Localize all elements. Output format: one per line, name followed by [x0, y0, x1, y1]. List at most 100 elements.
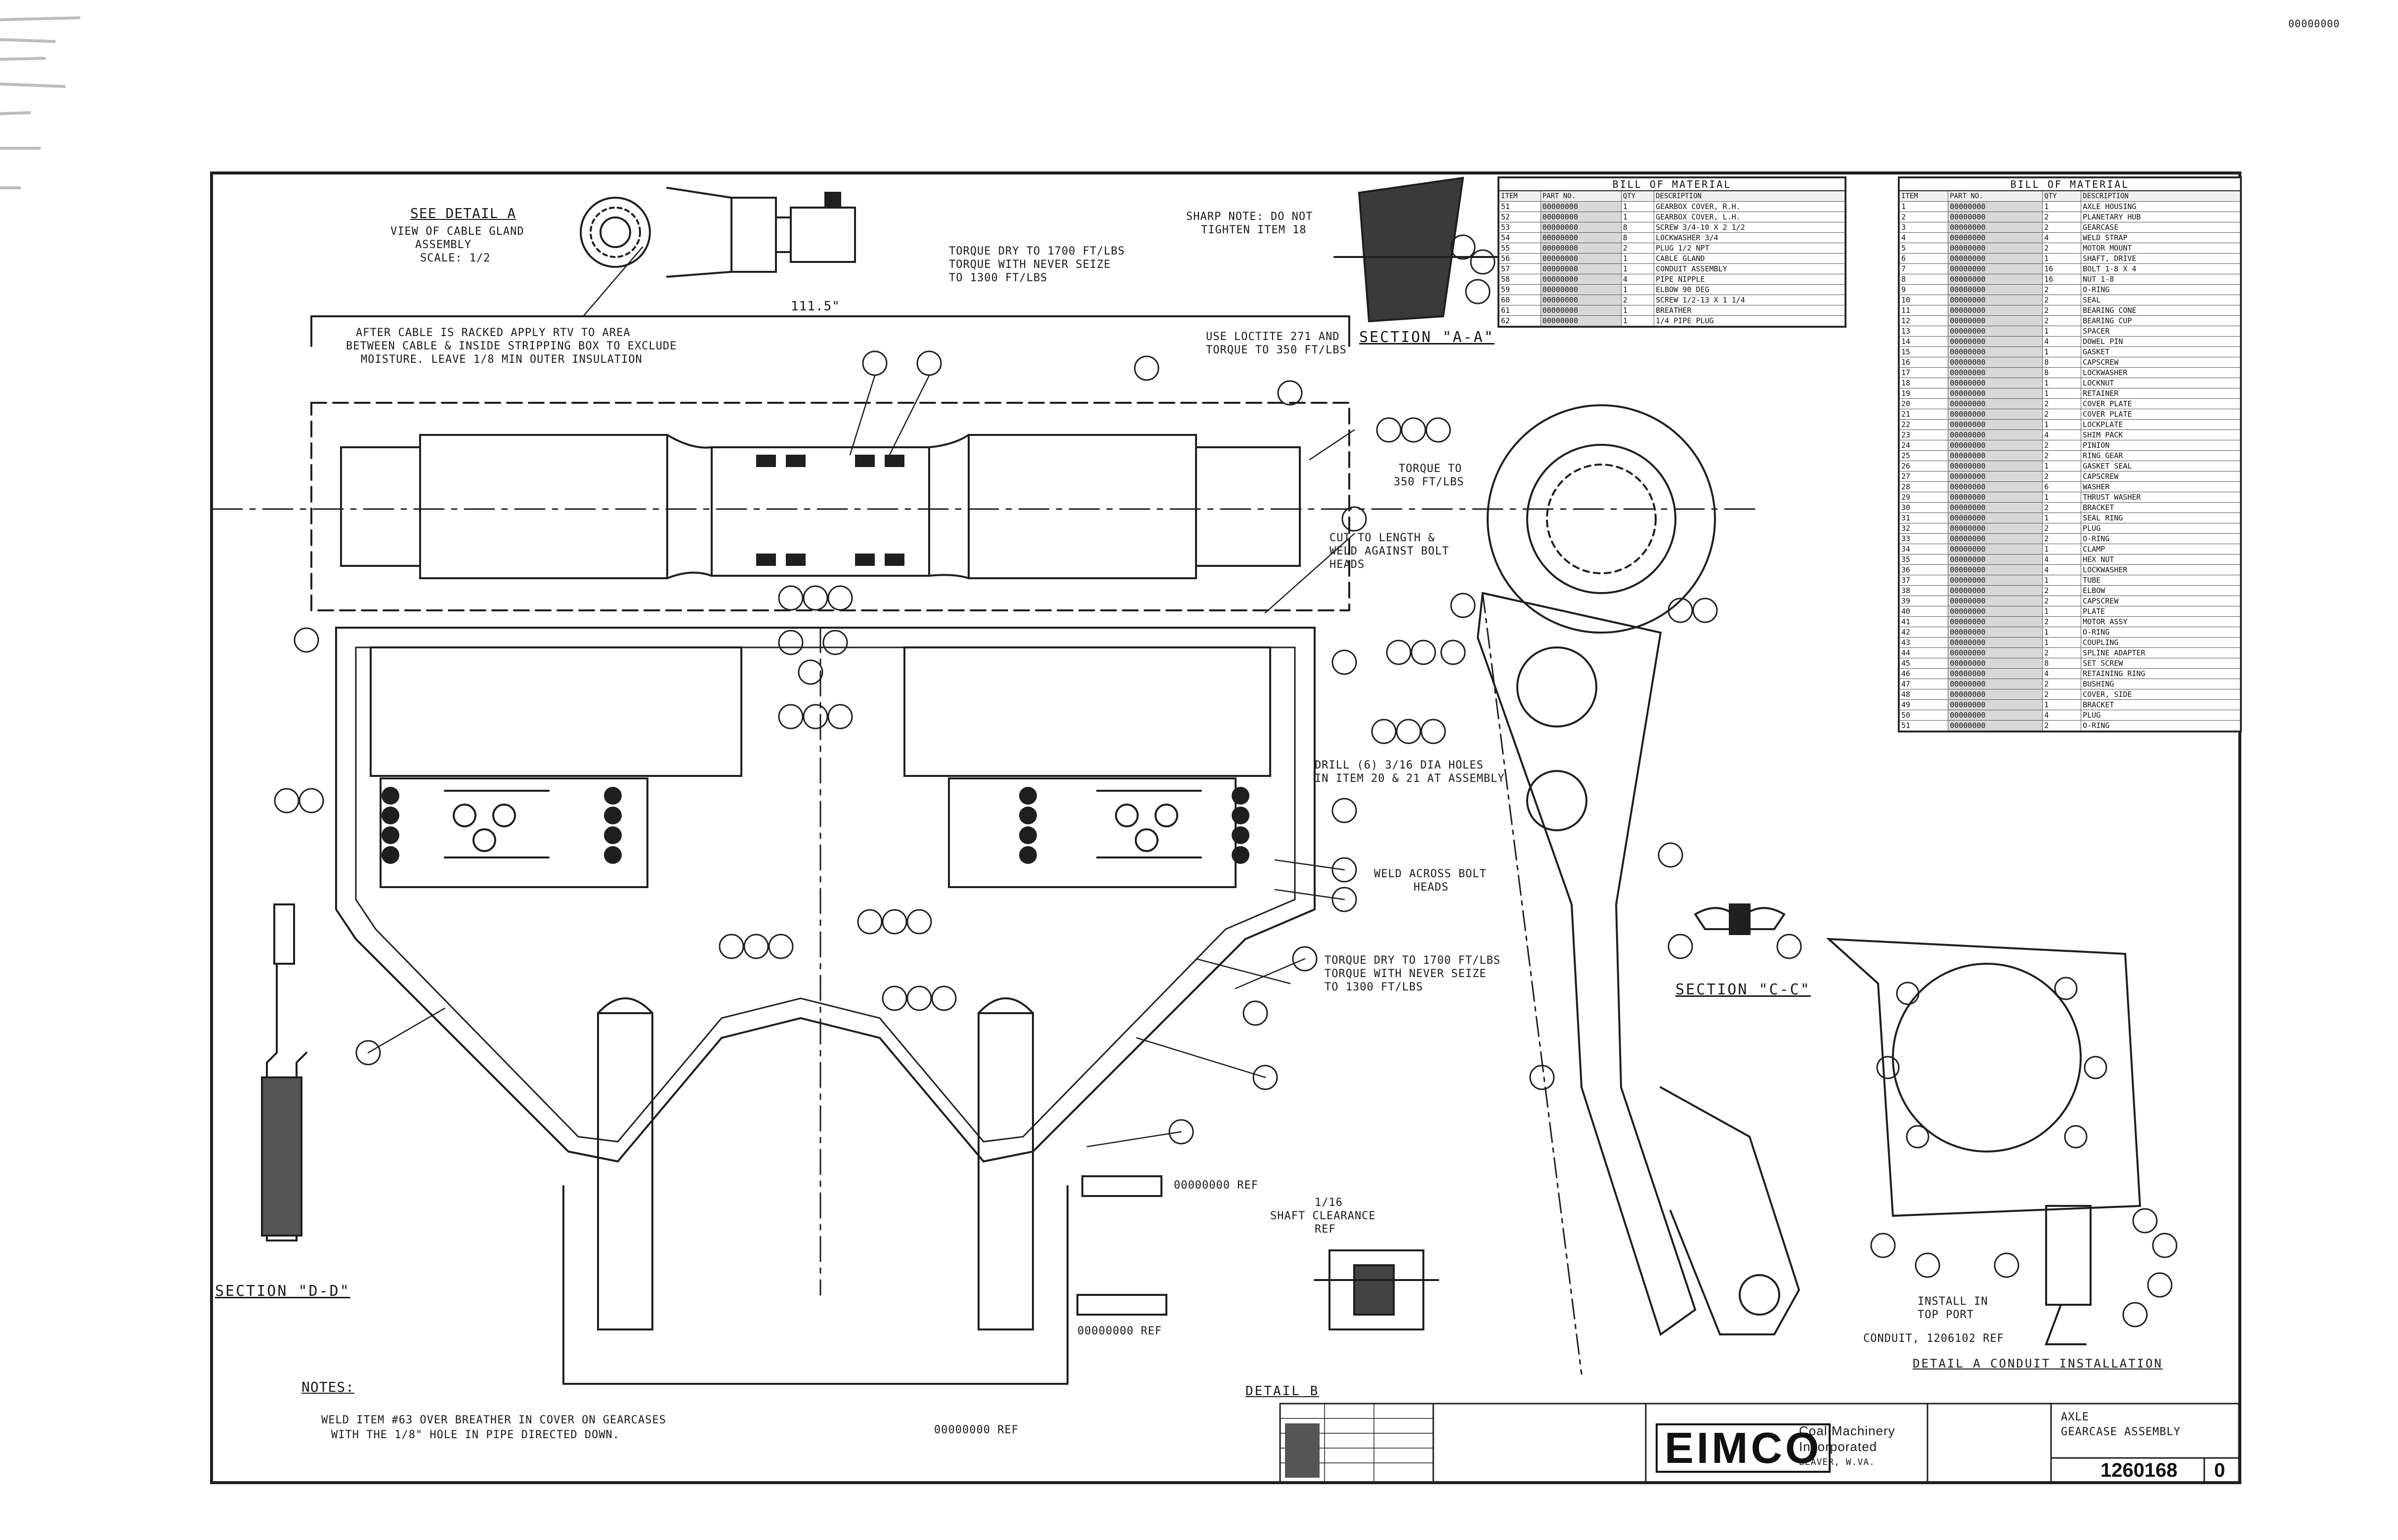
bom-description: HEX NUT: [2081, 554, 2240, 565]
section-cc-view: [1694, 903, 1786, 935]
bom-part-number: 00000000: [1948, 668, 2043, 679]
bom-quantity: 2: [2042, 616, 2082, 627]
bom-header: DESCRIPTION: [1654, 190, 1845, 202]
ref-part-block: [1076, 1294, 1167, 1316]
bom-item-number: 22: [1899, 419, 1949, 430]
bom-part-number: 00000000: [1948, 647, 2043, 658]
bom-description: LOCKWASHER: [2081, 367, 2240, 378]
bom-description: SCREW 1/2-13 X 1 1/4: [1654, 295, 1845, 305]
sharp-note-line: TIGHTEN ITEM 18: [1201, 224, 1307, 236]
torque-350-line: 350 FT/LBS: [1394, 476, 1464, 488]
bom-part-number: 00000000: [1948, 336, 2043, 347]
bom-item-number: 54: [1499, 232, 1541, 243]
bom-item-number: 29: [1899, 492, 1949, 503]
bom-part-number: 00000000: [1948, 575, 2043, 586]
bom-item-number: 51: [1899, 720, 1949, 731]
bom-header: PART NO.: [1540, 190, 1622, 202]
bom-quantity: 1: [2042, 544, 2082, 555]
bom-part-number: 00000000: [1948, 720, 2043, 731]
bom-description: CABLE GLAND: [1654, 253, 1845, 264]
bom-item-number: 37: [1899, 575, 1949, 586]
bom-part-number: 00000000: [1948, 492, 2043, 503]
bom-item-number: 28: [1899, 481, 1949, 492]
bom-item-number: 40: [1899, 606, 1949, 617]
bom-part-number: 00000000: [1948, 243, 2043, 254]
bom-quantity: 2: [2042, 533, 2082, 544]
bom-part-number: 00000000: [1540, 274, 1622, 285]
bom-header: QTY: [2042, 190, 2082, 202]
bom-item-number: 58: [1499, 274, 1541, 285]
bom-quantity: 2: [2042, 720, 2082, 731]
bom-description: MOTOR MOUNT: [2081, 243, 2240, 254]
bom-part-number: 00000000: [1540, 284, 1622, 295]
bom-item-number: 38: [1899, 585, 1949, 596]
bom-part-number: 00000000: [1948, 222, 2043, 233]
bom-description: SHIM PACK: [2081, 429, 2240, 440]
bom-item-number: 4: [1899, 232, 1949, 243]
bom-quantity: 1: [2042, 419, 2082, 430]
bom-part-number: 00000000: [1948, 274, 2043, 285]
bom-quantity: 1: [1621, 315, 1655, 326]
notes-line: WITH THE 1/8" HOLE IN PIPE DIRECTED DOWN…: [331, 1429, 620, 1441]
bom-part-number: 00000000: [1948, 513, 2043, 523]
bom-part-number: 00000000: [1948, 533, 2043, 544]
bom-part-number: 00000000: [1948, 212, 2043, 222]
bom-item-number: 9: [1899, 284, 1949, 295]
bom-quantity: 2: [2042, 212, 2082, 222]
bom-quantity: 8: [1621, 232, 1655, 243]
bom-part-number: 00000000: [1948, 232, 2043, 243]
bom-description: PLUG 1/2 NPT: [1654, 243, 1845, 254]
bom-quantity: 1: [2042, 575, 2082, 586]
bom-part-number: 00000000: [1948, 315, 2043, 326]
bom-quantity: 8: [2042, 658, 2082, 669]
bom-part-number: 00000000: [1948, 699, 2043, 710]
cable-gland-detail: [580, 187, 856, 278]
bom-description: SEAL RING: [2081, 513, 2240, 523]
ref-label: 00000000 REF: [934, 1424, 1019, 1436]
bom-part-number: 00000000: [1540, 232, 1622, 243]
bom-part-number: 00000000: [1948, 357, 2043, 368]
bom-description: SPACER: [2081, 326, 2240, 337]
bom-quantity: 1: [1621, 212, 1655, 222]
bom-description: O-RING: [2081, 627, 2240, 638]
bom-part-number: 00000000: [1948, 440, 2043, 451]
revision-letter: 0: [2214, 1459, 2226, 1481]
bom-quantity: 1: [1621, 263, 1655, 274]
bom-table-right: BILL OF MATERIAL ITEM PART NO. QTY DESCR…: [1898, 176, 2242, 732]
bom-quantity: 16: [2042, 263, 2082, 274]
bom-item-number: 27: [1899, 471, 1949, 482]
bom-title: BILL OF MATERIAL: [1899, 178, 2240, 191]
bom-header: DESCRIPTION: [2081, 190, 2240, 202]
bom-item-number: 6: [1899, 253, 1949, 264]
bom-part-number: 00000000: [1948, 346, 2043, 357]
bom-part-number: 00000000: [1948, 253, 2043, 264]
bom-part-number: 00000000: [1540, 305, 1622, 316]
bom-part-number: 00000000: [1948, 201, 2043, 212]
bom-table-left: BILL OF MATERIAL ITEM PART NO. QTY DESCR…: [1498, 176, 1846, 328]
bom-description: BOLT 1-8 X 4: [2081, 263, 2240, 274]
bom-item-number: 35: [1899, 554, 1949, 565]
bom-part-number: 00000000: [1948, 596, 2043, 606]
bom-part-number: 00000000: [1948, 637, 2043, 648]
bom-quantity: 1: [2042, 492, 2082, 503]
ref-part-block: [1081, 1175, 1162, 1197]
bom-description: LOCKPLATE: [2081, 419, 2240, 430]
